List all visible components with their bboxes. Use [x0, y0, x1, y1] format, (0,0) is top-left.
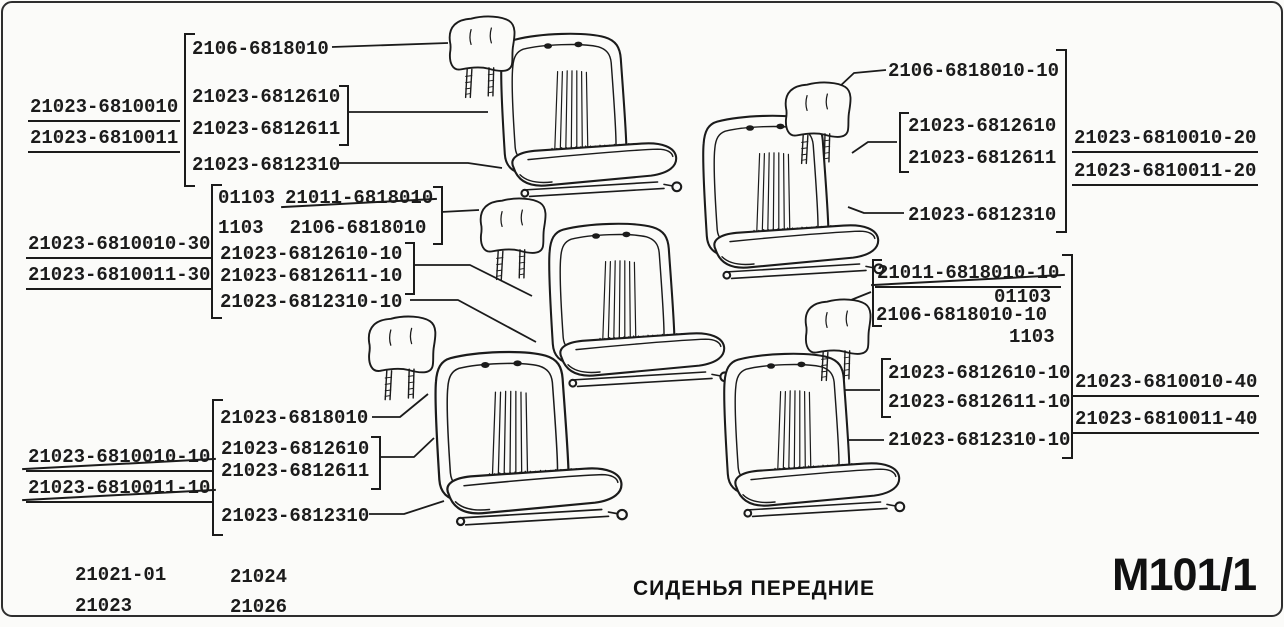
part-number-headrest-top-right: 2106-6818010-10 — [888, 60, 1060, 82]
headrest-illustration-middle — [479, 197, 547, 281]
part-number-headrest-top-left: 2106-6818010 — [192, 38, 329, 60]
applicable-model-4: 21026 — [230, 596, 288, 618]
part-number-assembly-a-top-left: 21023-6810010 — [28, 98, 181, 122]
part-number-backrest-b-mid-left: 21023-6812611-10 — [220, 265, 403, 287]
part-number-assembly-a-mid-right: 21023-6810010-40 — [1073, 373, 1260, 397]
headrest-illustration-bottom-left — [367, 315, 437, 401]
bracket-mid-right-group — [1062, 254, 1073, 459]
bracket-mid-right-headrest-pair — [872, 259, 882, 327]
page-title: СИДЕНЬЯ ПЕРЕДНИЕ — [633, 577, 875, 600]
part-number-assembly-b-mid-right: 21023-6810011-40 — [1073, 410, 1260, 434]
model-code-b-mid-right: 1103 — [1009, 326, 1055, 348]
part-number-backrest-b-bottom-left: 21023-6812611 — [221, 460, 370, 482]
seat-illustration-top-right — [702, 114, 885, 280]
part-number-assembly-a-mid-left: 21023-6810010-30 — [26, 235, 213, 259]
part-number-backrest-b-top-left: 21023-6812611 — [192, 118, 341, 140]
seat-illustration-middle — [548, 222, 731, 388]
part-number-backrest-a-mid-right: 21023-6812610-10 — [888, 362, 1071, 384]
seat-illustration-top-left — [500, 32, 683, 198]
part-number-assembly-a-top-right: 21023-6810010-20 — [1072, 129, 1259, 153]
part-number-assembly-b-mid-left: 21023-6810011-30 — [26, 266, 213, 290]
bracket-mid-left-group — [211, 184, 222, 319]
part-number-headrest-mid-right: 2106-6818010-10 — [876, 304, 1048, 326]
part-number-headrest-alt-mid-right: 21011-6818010-10 — [875, 264, 1062, 288]
applicable-model-1: 21021-01 — [75, 564, 167, 586]
part-number-cushion-mid-left: 21023-6812310-10 — [220, 291, 403, 313]
applicable-model-3: 21024 — [230, 566, 288, 588]
part-number-cushion-mid-right: 21023-6812310-10 — [888, 429, 1071, 451]
bracket-top-right-backrest-pair — [899, 112, 909, 173]
seat-illustration-bottom-right — [723, 352, 906, 518]
part-number-backrest-a-top-right: 21023-6812610 — [908, 115, 1057, 137]
model-code-a-mid-right: 01103 — [994, 286, 1052, 308]
part-number-headrest-bottom-left: 21023-6818010 — [220, 407, 369, 429]
part-number-cushion-top-right: 21023-6812310 — [908, 204, 1057, 226]
bracket-top-right-group — [1056, 49, 1067, 233]
part-number-assembly-b-top-right: 21023-6810011-20 — [1072, 162, 1259, 186]
bracket-top-left-group — [184, 33, 195, 187]
part-number-backrest-b-mid-right: 21023-6812611-10 — [888, 391, 1071, 413]
bracket-bottom-left-group — [212, 399, 223, 536]
bracket-mid-left-backrest-pair — [405, 242, 415, 295]
bracket-top-left-backrest-pair — [339, 85, 349, 146]
bracket-mid-right-backrest-pair — [881, 358, 891, 418]
part-number-backrest-a-top-left: 21023-6812610 — [192, 86, 341, 108]
part-number-assembly-b-top-left: 21023-6810011 — [28, 129, 181, 153]
part-number-backrest-a-mid-left: 21023-6812610-10 — [220, 243, 403, 265]
part-number-cushion-top-left: 21023-6812310 — [192, 154, 341, 176]
sheet-code: M101/1 — [1112, 549, 1257, 600]
part-number-cushion-bottom-left: 21023-6812310 — [221, 505, 370, 527]
applicable-model-2: 21023 — [75, 595, 133, 617]
part-number-backrest-a-bottom-left: 21023-6812610 — [221, 438, 370, 460]
part-number-assembly-a-bottom-left: 21023-6810010-10 — [26, 448, 213, 472]
bracket-mid-left-headrest-pair — [433, 186, 443, 245]
bracket-bottom-left-backrest-pair — [371, 436, 381, 490]
part-number-assembly-b-bottom-left: 21023-6810011-10 — [26, 479, 213, 503]
part-number-backrest-b-top-right: 21023-6812611 — [908, 147, 1057, 169]
